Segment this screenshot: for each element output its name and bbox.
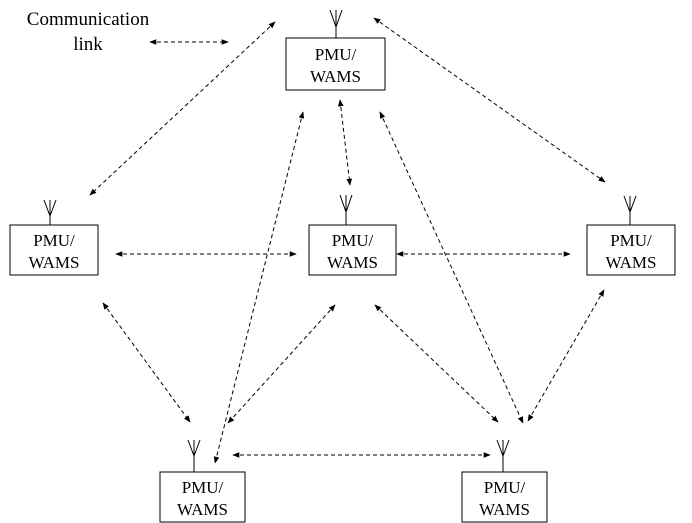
legend-label-line2: link bbox=[73, 34, 103, 55]
link-top-bottom-right bbox=[379, 111, 524, 424]
node-box bbox=[461, 471, 548, 523]
node-bottom-left: PMU/ WAMS bbox=[159, 439, 246, 523]
node-label-line1: PMU/ bbox=[484, 478, 526, 497]
legend-label-line1: Communication bbox=[27, 9, 150, 30]
link-top-center bbox=[337, 99, 353, 186]
link-top-right bbox=[373, 17, 606, 183]
link-right-bottom-right bbox=[527, 289, 605, 422]
node-box bbox=[285, 37, 386, 91]
link-left-bottom-left bbox=[102, 302, 191, 423]
node-label-line1: PMU/ bbox=[610, 231, 652, 250]
node-box bbox=[308, 224, 397, 276]
node-top: PMU/ WAMS bbox=[285, 9, 386, 91]
antenna-icon bbox=[623, 195, 637, 225]
antenna-icon bbox=[339, 194, 353, 225]
link-top-bottom-left bbox=[213, 111, 305, 464]
node-label-line1: PMU/ bbox=[33, 231, 75, 250]
node-label-line2: WAMS bbox=[28, 253, 79, 272]
link-center-bottom-left bbox=[227, 304, 336, 424]
node-center: PMU/ WAMS bbox=[308, 194, 397, 276]
node-label-line1: PMU/ bbox=[182, 478, 224, 497]
node-label-line1: PMU/ bbox=[332, 231, 374, 250]
node-box bbox=[586, 224, 676, 276]
link-center-bottom-right bbox=[374, 304, 499, 423]
link-top-left bbox=[89, 21, 276, 196]
node-label-line2: WAMS bbox=[479, 500, 530, 519]
legend: Communication link bbox=[27, 9, 229, 55]
antenna-icon bbox=[329, 9, 343, 38]
node-right: PMU/ WAMS bbox=[586, 195, 676, 276]
node-label-line2: WAMS bbox=[177, 500, 228, 519]
links-layer bbox=[89, 17, 606, 464]
antenna-icon bbox=[43, 199, 57, 225]
node-box bbox=[159, 471, 246, 523]
node-left: PMU/ WAMS bbox=[9, 199, 99, 276]
node-label-line2: WAMS bbox=[327, 253, 378, 272]
node-bottom-right: PMU/ WAMS bbox=[461, 439, 548, 523]
antenna-icon bbox=[187, 439, 201, 472]
node-box bbox=[9, 224, 99, 276]
antenna-icon bbox=[496, 439, 510, 472]
node-label-line2: WAMS bbox=[310, 67, 361, 86]
node-label-line1: PMU/ bbox=[315, 45, 357, 64]
node-label-line2: WAMS bbox=[605, 253, 656, 272]
